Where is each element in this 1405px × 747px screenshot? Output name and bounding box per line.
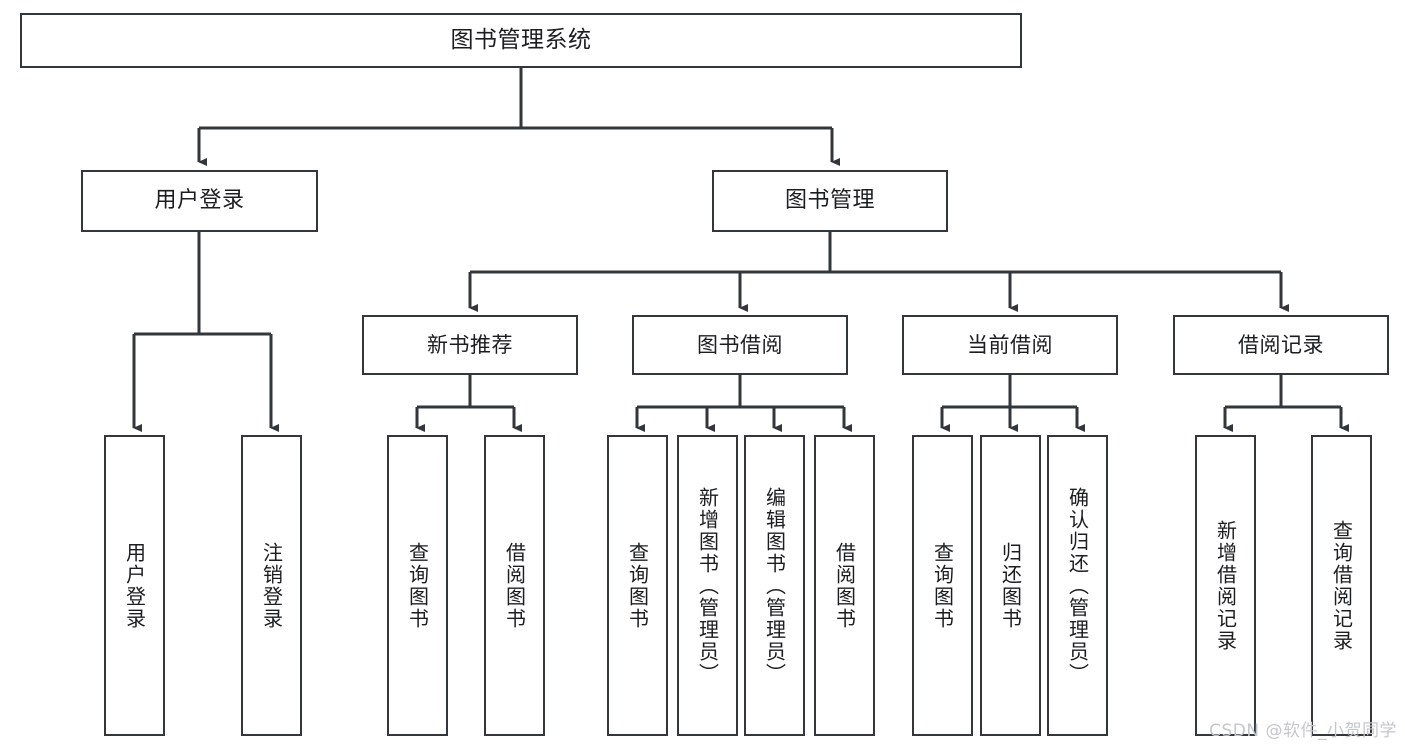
node-label: 用户登录	[154, 187, 245, 213]
node-label: 注销登录	[259, 541, 284, 630]
node-new-book-recommend[interactable]: 新书推荐	[362, 315, 578, 375]
node-label: 借阅图书	[832, 541, 857, 630]
node-leaf-borrow-query-book[interactable]: 查询图书	[607, 435, 668, 736]
node-leaf-new-book-query[interactable]: 查询图书	[387, 435, 448, 736]
node-leaf-user-login-signout[interactable]: 注销登录	[241, 435, 302, 736]
node-label: 编辑图书（管理员）	[762, 486, 787, 685]
node-label: 图书借阅	[697, 332, 783, 357]
node-book-borrow[interactable]: 图书借阅	[632, 315, 848, 375]
node-leaf-current-query-book[interactable]: 查询图书	[912, 435, 973, 736]
node-label: 新书推荐	[427, 332, 513, 357]
node-leaf-record-query[interactable]: 查询借阅记录	[1311, 435, 1372, 736]
node-label: 当前借阅	[967, 332, 1053, 357]
node-leaf-borrow-edit-book-admin[interactable]: 编辑图书（管理员）	[744, 435, 805, 736]
node-label: 查询图书	[930, 541, 955, 630]
node-label: 新增借阅记录	[1213, 519, 1238, 652]
node-label: 查询图书	[625, 541, 650, 630]
node-leaf-record-add[interactable]: 新增借阅记录	[1195, 435, 1256, 736]
node-current-borrow[interactable]: 当前借阅	[902, 315, 1118, 375]
node-leaf-borrow-add-book-admin[interactable]: 新增图书（管理员）	[677, 435, 738, 736]
node-label: 归还图书	[998, 541, 1023, 630]
node-label: 新增图书（管理员）	[695, 486, 720, 685]
node-label: 查询借阅记录	[1329, 519, 1354, 652]
node-leaf-current-return-book[interactable]: 归还图书	[980, 435, 1041, 736]
node-root-system[interactable]: 图书管理系统	[20, 13, 1022, 68]
node-leaf-new-book-borrow[interactable]: 借阅图书	[484, 435, 545, 736]
node-label: 查询图书	[405, 541, 430, 630]
node-label: 用户登录	[122, 541, 147, 630]
node-borrow-record[interactable]: 借阅记录	[1173, 315, 1389, 375]
node-leaf-current-confirm-return-admin[interactable]: 确认归还（管理员）	[1047, 435, 1108, 736]
node-label: 确认归还（管理员）	[1065, 486, 1090, 685]
node-label: 借阅记录	[1238, 332, 1324, 357]
node-label: 图书管理	[784, 187, 875, 213]
node-label: 图书管理系统	[450, 26, 592, 53]
node-label: 借阅图书	[502, 541, 527, 630]
node-leaf-user-login-signin[interactable]: 用户登录	[104, 435, 165, 736]
node-book-management[interactable]: 图书管理	[712, 170, 948, 232]
node-leaf-borrow-borrow-book[interactable]: 借阅图书	[814, 435, 875, 736]
node-user-login[interactable]: 用户登录	[81, 170, 318, 232]
